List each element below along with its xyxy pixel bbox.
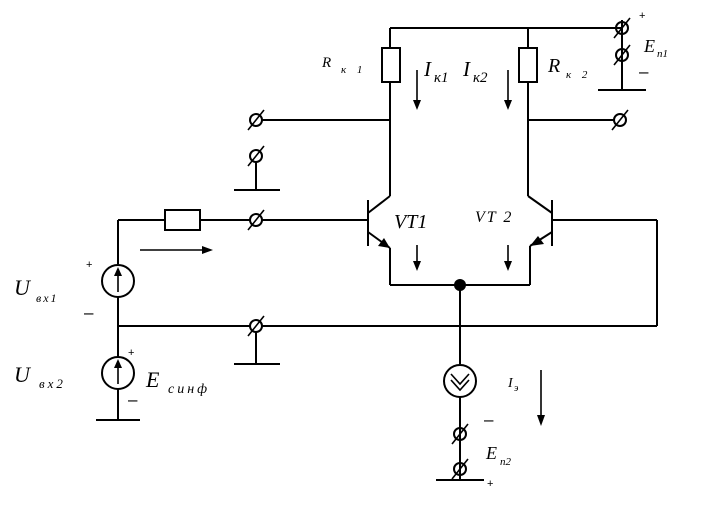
en2-supply bbox=[436, 423, 484, 481]
svg-text:вх2: вх2 bbox=[39, 376, 66, 391]
label-en1: E п1 + – bbox=[639, 10, 668, 81]
svg-text:I: I bbox=[462, 57, 471, 81]
ground-terminal-left-top bbox=[234, 145, 280, 191]
top-supply-rail bbox=[389, 27, 622, 48]
svg-text:I: I bbox=[423, 57, 432, 81]
transistor-vt1 bbox=[262, 195, 391, 285]
svg-text:+: + bbox=[487, 478, 493, 490]
label-ik1: I к1 bbox=[423, 57, 449, 86]
svg-text:к1: к1 bbox=[434, 70, 449, 86]
svg-text:E: E bbox=[145, 367, 160, 392]
svg-text:э: э bbox=[514, 383, 519, 394]
ik1-arrow bbox=[413, 70, 421, 110]
source-esinf bbox=[96, 356, 140, 421]
label-ik2: I к2 bbox=[462, 57, 488, 86]
output2-terminal bbox=[528, 109, 629, 131]
svg-text:–: – bbox=[84, 303, 94, 322]
label-ubx1: U вх1 + – bbox=[14, 259, 94, 322]
svg-text:R: R bbox=[547, 55, 560, 77]
resistor-rk1 bbox=[381, 47, 401, 83]
input-wiring bbox=[117, 209, 265, 264]
svg-text:I: I bbox=[507, 376, 514, 391]
label-esinf: E синф + – bbox=[128, 347, 210, 409]
svg-text:к 1: к 1 bbox=[341, 64, 366, 76]
common-bus bbox=[118, 315, 657, 365]
label-rk2: R к 2 bbox=[547, 55, 591, 81]
output1-terminal bbox=[247, 109, 390, 131]
label-ubx2: U вх2 bbox=[14, 362, 66, 391]
svg-text:+: + bbox=[86, 259, 92, 271]
svg-text:U: U bbox=[14, 275, 32, 300]
svg-text:к 2: к 2 bbox=[566, 69, 591, 81]
svg-text:+: + bbox=[639, 10, 645, 22]
svg-text:п2: п2 bbox=[500, 456, 512, 468]
label-rk1: R к 1 bbox=[321, 55, 366, 76]
svg-text:к2: к2 bbox=[473, 70, 488, 86]
current-source-ie bbox=[443, 364, 477, 480]
label-en2: E п2 – + bbox=[484, 410, 512, 490]
label-ie: I э bbox=[507, 376, 519, 394]
emitter-node bbox=[390, 279, 530, 364]
en1-supply bbox=[598, 17, 646, 91]
svg-text:синф: синф bbox=[168, 382, 210, 397]
svg-text:+: + bbox=[128, 347, 134, 359]
svg-text:R: R bbox=[321, 55, 331, 71]
emitter-arrow-right bbox=[504, 245, 512, 271]
input-current-arrow bbox=[140, 246, 213, 254]
transistor-vt2 bbox=[527, 195, 658, 326]
svg-text:п1: п1 bbox=[657, 48, 668, 60]
emitter-arrow-left bbox=[413, 245, 421, 271]
ie-arrow bbox=[537, 370, 545, 426]
svg-text:E: E bbox=[485, 443, 497, 463]
label-vt1: VT1 bbox=[394, 211, 427, 233]
source-ubx1 bbox=[101, 264, 135, 357]
ik2-arrow bbox=[504, 70, 512, 110]
resistor-rk2 bbox=[518, 47, 538, 83]
svg-text:вх1: вх1 bbox=[36, 291, 59, 305]
label-vt2: VT 2 bbox=[475, 209, 513, 226]
svg-text:–: – bbox=[484, 410, 494, 429]
svg-text:U: U bbox=[14, 362, 32, 387]
svg-text:–: – bbox=[128, 390, 138, 409]
svg-text:–: – bbox=[639, 62, 649, 81]
input-resistor bbox=[164, 209, 201, 231]
svg-text:E: E bbox=[643, 36, 655, 56]
